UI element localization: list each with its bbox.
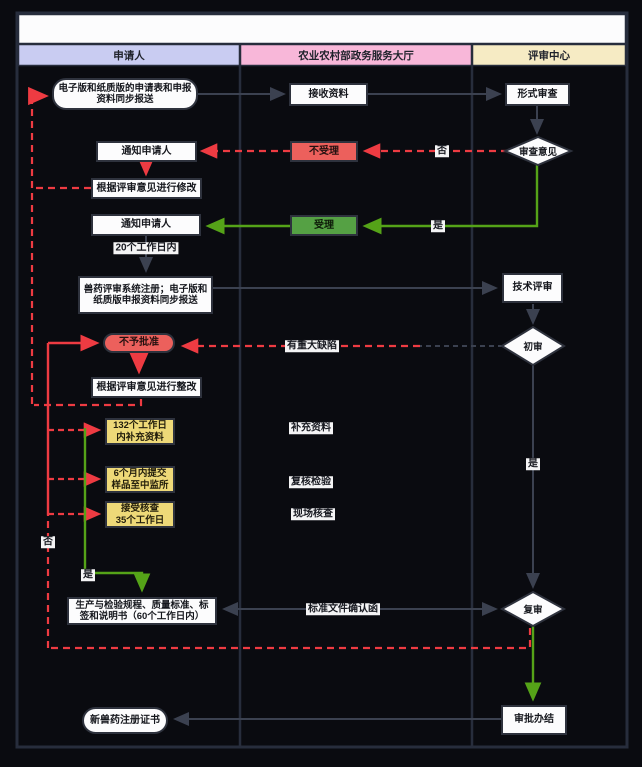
edge-label-yes-inspection: 是 bbox=[81, 569, 95, 581]
lane-header-applicant: 申请人 bbox=[113, 49, 145, 62]
review-opinion-diamond bbox=[502, 135, 574, 167]
re-review-diamond bbox=[499, 590, 567, 628]
node-new-drug-certificate: 新兽药注册证书 bbox=[82, 707, 168, 734]
first-review-diamond bbox=[500, 325, 566, 367]
node-revise-per-opinion: 根据评审意见进行修改 bbox=[91, 178, 202, 199]
node-re-review: 复审 bbox=[523, 605, 543, 616]
edge-label-yes-first-review: 是 bbox=[526, 458, 540, 470]
edge-label-no-re-review: 否 bbox=[41, 536, 55, 548]
edge-label-major-defect: 有重大缺陷 bbox=[285, 340, 339, 352]
edge-label-standard-doc-letter: 标准文件确认函 bbox=[306, 603, 380, 615]
edge-label-onsite-check: 现场核查 bbox=[291, 508, 335, 520]
red-edges bbox=[28, 86, 532, 650]
node-production-standards: 生产与检验规程、质量标准、标 签和说明书（60个工作日内） bbox=[67, 597, 217, 625]
node-notify-applicant-1: 通知申请人 bbox=[96, 141, 197, 162]
node-receive-material: 接收资料 bbox=[289, 83, 368, 106]
dark-edges bbox=[139, 87, 544, 726]
title-bar bbox=[18, 14, 625, 43]
edge-label-supplement-material: 补充资料 bbox=[289, 422, 333, 434]
swimlane-frame bbox=[15, 11, 629, 749]
node-not-accepted: 不受理 bbox=[290, 141, 358, 162]
node-first-review: 初审 bbox=[523, 342, 543, 353]
decision-diamonds bbox=[499, 135, 574, 628]
node-formal-review: 形式审查 bbox=[505, 83, 570, 106]
edge-label-yes-review-opinion: 是 bbox=[431, 220, 445, 232]
node-not-approved: 不予批准 bbox=[103, 333, 175, 353]
lane-header-review-center: 评审中心 bbox=[528, 49, 570, 62]
node-review-opinion: 审查意见 bbox=[518, 147, 557, 158]
node-approval-conclusion: 审批办结 bbox=[501, 705, 567, 735]
green-edges bbox=[83, 165, 542, 702]
node-system-register: 兽药评审系统注册；电子版和 纸质版申报资料同步报送 bbox=[78, 276, 213, 314]
edge-label-no-review-opinion: 否 bbox=[435, 145, 449, 157]
edge-label-recheck-test: 复核检验 bbox=[289, 476, 333, 488]
node-accept-inspection-35: 接受核查 35个工作日 bbox=[105, 501, 175, 528]
lane-header-service-hall: 农业农村部政务服务大厅 bbox=[298, 49, 414, 62]
edge-label-within-20-days: 20个工作日内 bbox=[113, 242, 179, 254]
node-notify-applicant-2: 通知申请人 bbox=[91, 214, 201, 236]
node-accepted: 受理 bbox=[290, 215, 358, 236]
node-submit-application: 电子版和纸质版的申请表和申报 资料同步报送 bbox=[52, 78, 198, 110]
node-submit-sample-6m: 6个月内提交 样品至中监所 bbox=[105, 466, 175, 493]
node-tech-review: 技术评审 bbox=[502, 273, 563, 303]
node-supplement-132: 132个工作日 内补充资料 bbox=[105, 418, 175, 445]
node-rectify-per-opinion: 根据评审意见进行整改 bbox=[91, 377, 202, 398]
